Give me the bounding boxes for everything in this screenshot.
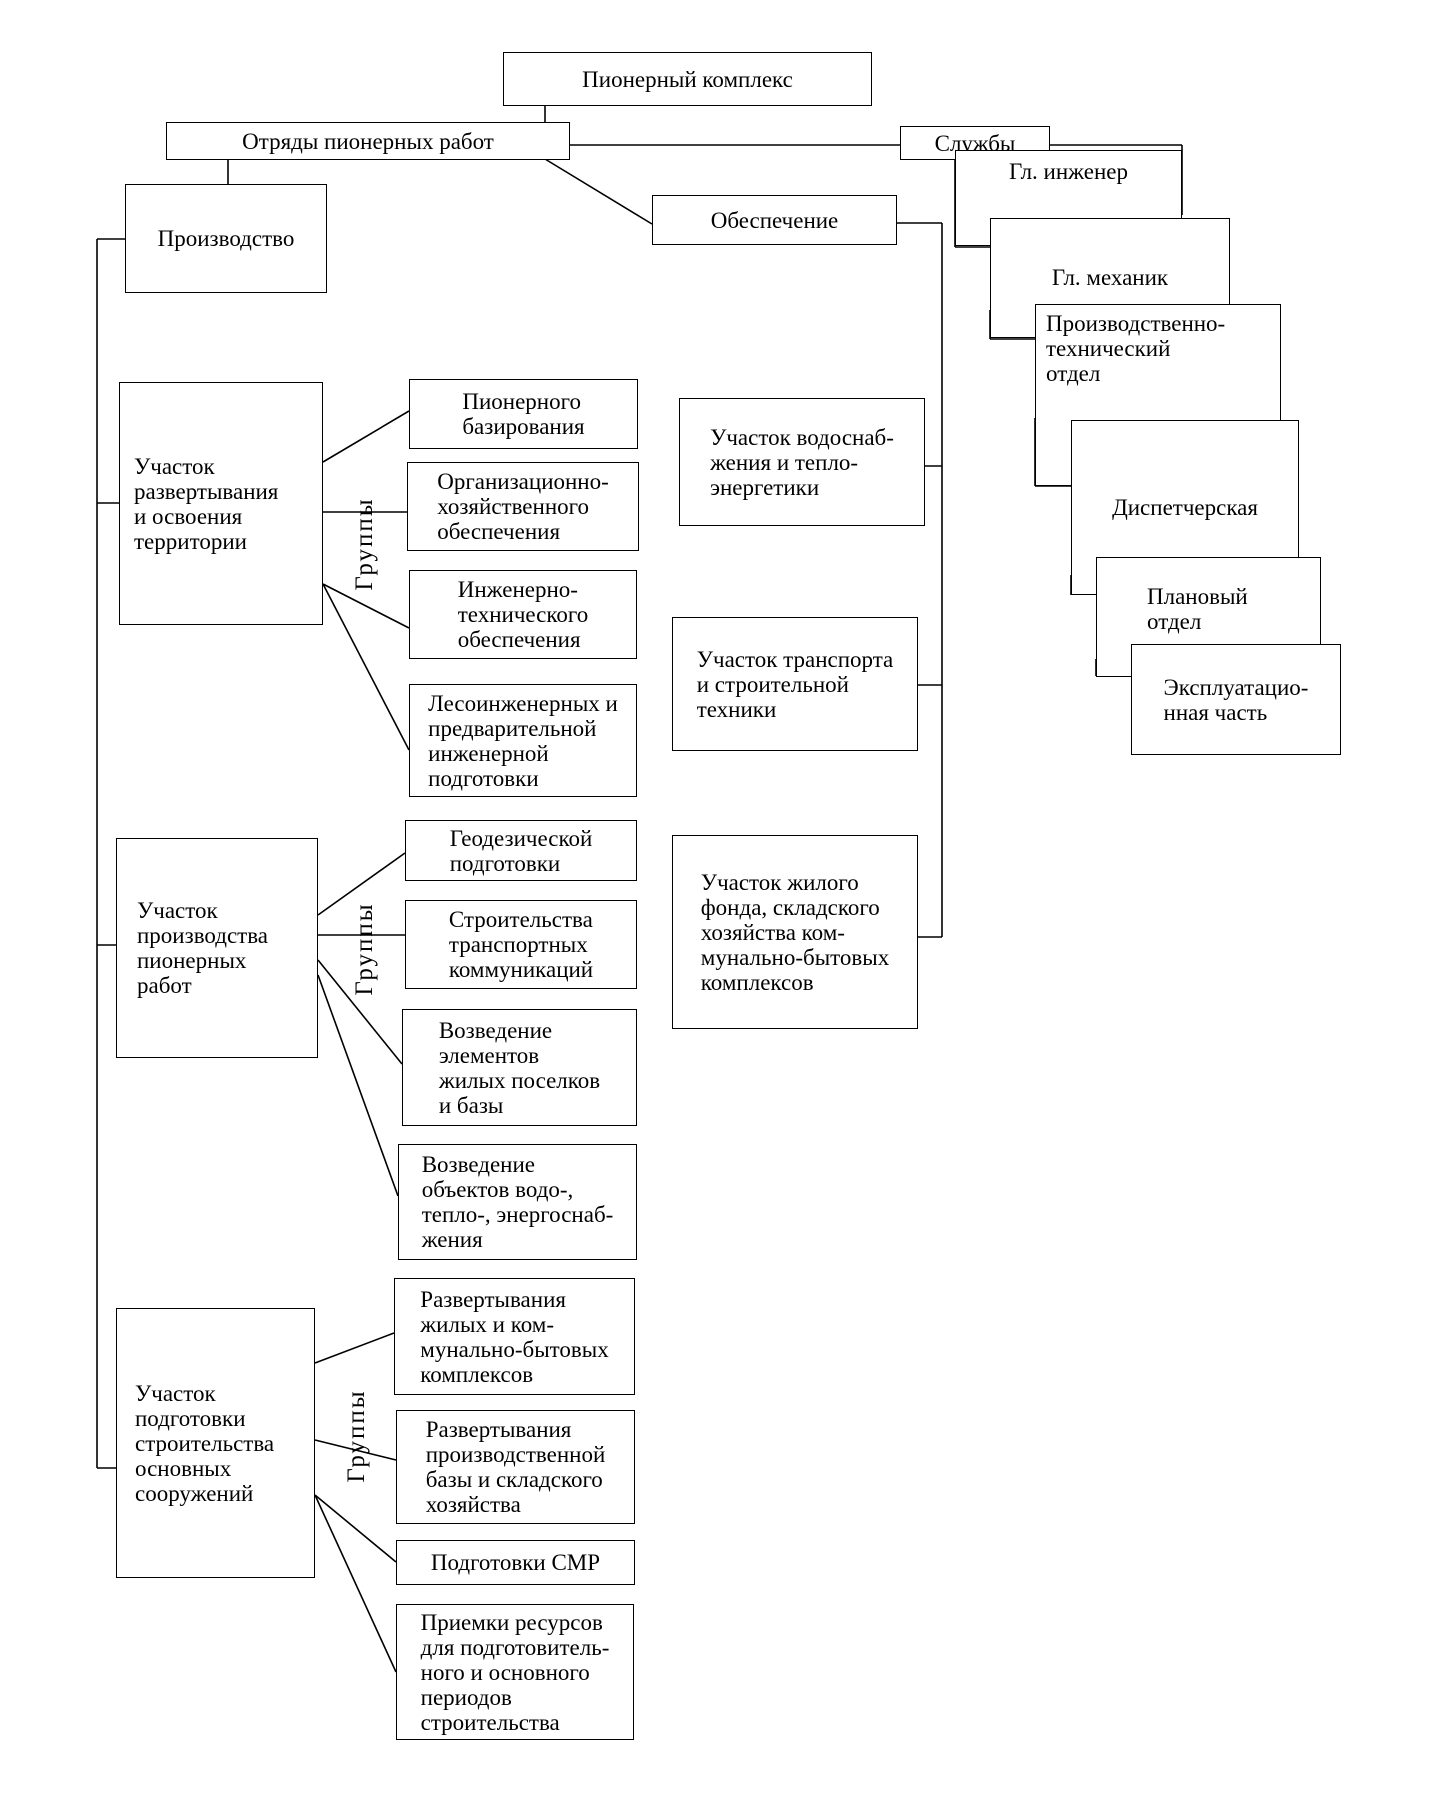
group-label: Возведение объектов водо-, тепло-, энерг…: [421, 1152, 614, 1252]
section-label: Участок подготовки строительства основны…: [135, 1380, 275, 1506]
operations-unit-label: Эксплуатацио- нная часть: [1163, 674, 1309, 725]
groups-label: Группы: [343, 1389, 370, 1483]
group-box: Возведение объектов водо-, тепло-, энерг…: [398, 1144, 637, 1260]
group-box: Развертывания производственной базы и ск…: [396, 1410, 635, 1524]
operations-unit-box: Эксплуатацио- нная часть: [1131, 644, 1341, 755]
group-label: Приемки ресурсов для подготовитель- ного…: [420, 1609, 610, 1735]
group-label: Развертывания жилых и ком- мунально-быто…: [420, 1286, 609, 1387]
section-label: Участок производства пионерных работ: [137, 898, 268, 998]
section-box: Участок производства пионерных работ: [116, 838, 318, 1058]
supply-section-box: Участок водоснаб- жения и тепло- энергет…: [679, 398, 925, 526]
groups-label: Группы: [351, 497, 378, 591]
supply-section-label: Участок транспорта и строительной техник…: [696, 646, 894, 722]
group-box: Подготовки СМР: [396, 1540, 635, 1585]
group-box: Геодезической подготовки: [405, 820, 637, 881]
root-label: Пионерный комплекс: [582, 66, 793, 92]
production-label: Производство: [157, 226, 295, 251]
group-label: Лесоинженерных и предварительной инженер…: [428, 690, 618, 791]
root-box: Пионерный комплекс: [503, 52, 872, 106]
supply-box: Обеспечение: [652, 195, 897, 245]
group-box: Пионерного базирования: [409, 379, 638, 449]
supply-section-label: Участок жилого фонда, складского хозяйст…: [700, 869, 890, 995]
supply-section-box: Участок транспорта и строительной техник…: [672, 617, 918, 751]
group-box: Инженерно- технического обеспечения: [409, 570, 637, 659]
group-box: Возведение элементов жилых поселков и ба…: [402, 1009, 637, 1126]
groups-label: Группы: [351, 902, 378, 996]
section-box: Участок развертывания и освоения террито…: [119, 382, 323, 625]
group-label: Развертывания производственной базы и ск…: [425, 1417, 606, 1517]
supply-section-label: Участок водоснаб- жения и тепло- энергет…: [710, 424, 894, 500]
section-box: Участок подготовки строительства основны…: [116, 1308, 315, 1578]
pioneer-units-box: Отряды пионерных работ: [166, 122, 570, 160]
supply-label: Обеспечение: [710, 207, 839, 233]
chief-engineer-label: Гл. инженер: [1009, 159, 1128, 184]
group-label: Геодезической подготовки: [449, 825, 593, 876]
dispatch-label: Диспетчерская: [1112, 495, 1258, 520]
group-box: Строительства транспортных коммуникаций: [405, 900, 637, 989]
group-label: Организационно- хозяйственного обеспечен…: [437, 469, 609, 544]
production-technical-dept-label: Производственно- технический отдел: [1046, 311, 1226, 386]
group-label: Пионерного базирования: [462, 389, 585, 439]
group-label: Инженерно- технического обеспечения: [457, 577, 589, 652]
group-box: Развертывания жилых и ком- мунально-быто…: [394, 1278, 635, 1395]
group-label: Строительства транспортных коммуникаций: [448, 907, 594, 982]
group-box: Лесоинженерных и предварительной инженер…: [409, 684, 637, 797]
production-box: Производство: [125, 184, 327, 293]
group-box: Организационно- хозяйственного обеспечен…: [407, 462, 639, 551]
planning-dept-label: Плановый отдел: [1147, 584, 1248, 634]
group-box: Приемки ресурсов для подготовитель- ного…: [396, 1604, 634, 1740]
chief-mechanic-label: Гл. механик: [1051, 265, 1169, 290]
pioneer-units-label: Отряды пионерных работ: [242, 128, 494, 154]
section-label: Участок развертывания и освоения террито…: [134, 453, 279, 554]
group-label: Возведение элементов жилых поселков и ба…: [438, 1017, 601, 1118]
group-label: Подготовки СМР: [430, 1550, 601, 1575]
supply-section-box: Участок жилого фонда, складского хозяйст…: [672, 835, 918, 1029]
